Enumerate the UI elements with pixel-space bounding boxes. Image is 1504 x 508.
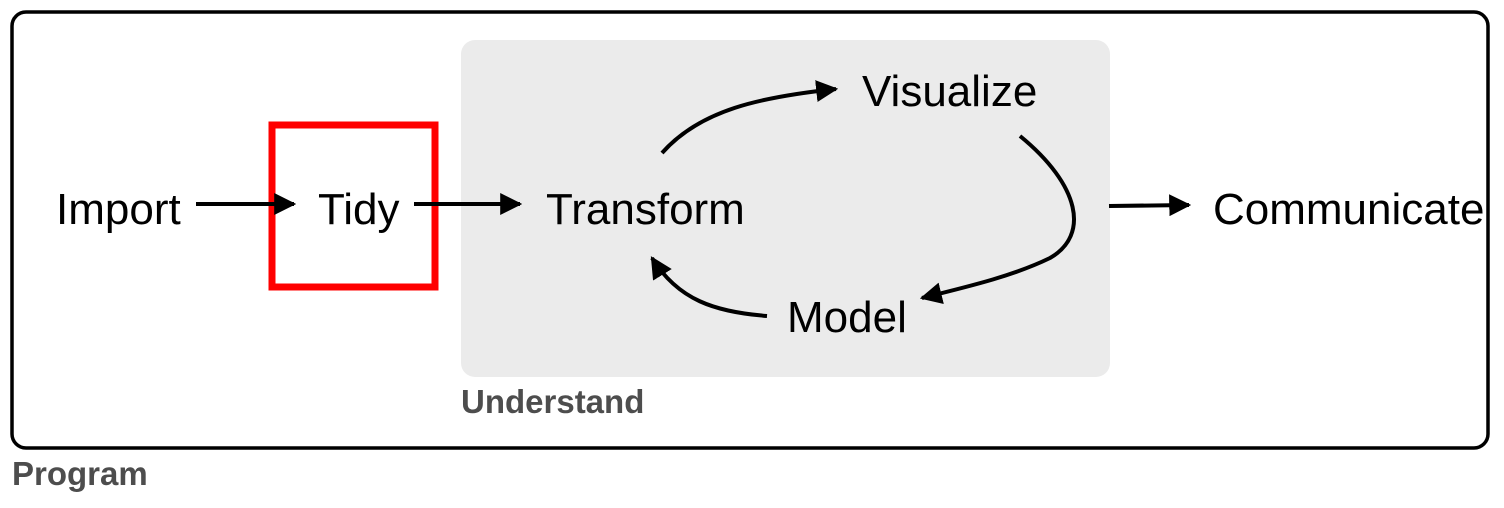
group-label-understand: Understand — [461, 383, 644, 420]
group-label-program: Program — [12, 455, 148, 492]
node-tidy: Tidy — [318, 185, 400, 234]
node-transform: Transform — [546, 185, 745, 234]
program-frame — [10, 10, 1490, 450]
node-import: Import — [56, 185, 181, 234]
node-visualize: Visualize — [862, 67, 1037, 116]
arrow-model-to-transform — [650, 256, 768, 318]
arrow-visualize-to-model — [919, 134, 1076, 304]
node-communicate: Communicate — [1213, 185, 1484, 234]
arrow-understand-to-communicate — [1108, 194, 1192, 217]
node-model: Model — [787, 293, 907, 342]
arrow-transform-to-visualize — [660, 80, 839, 155]
